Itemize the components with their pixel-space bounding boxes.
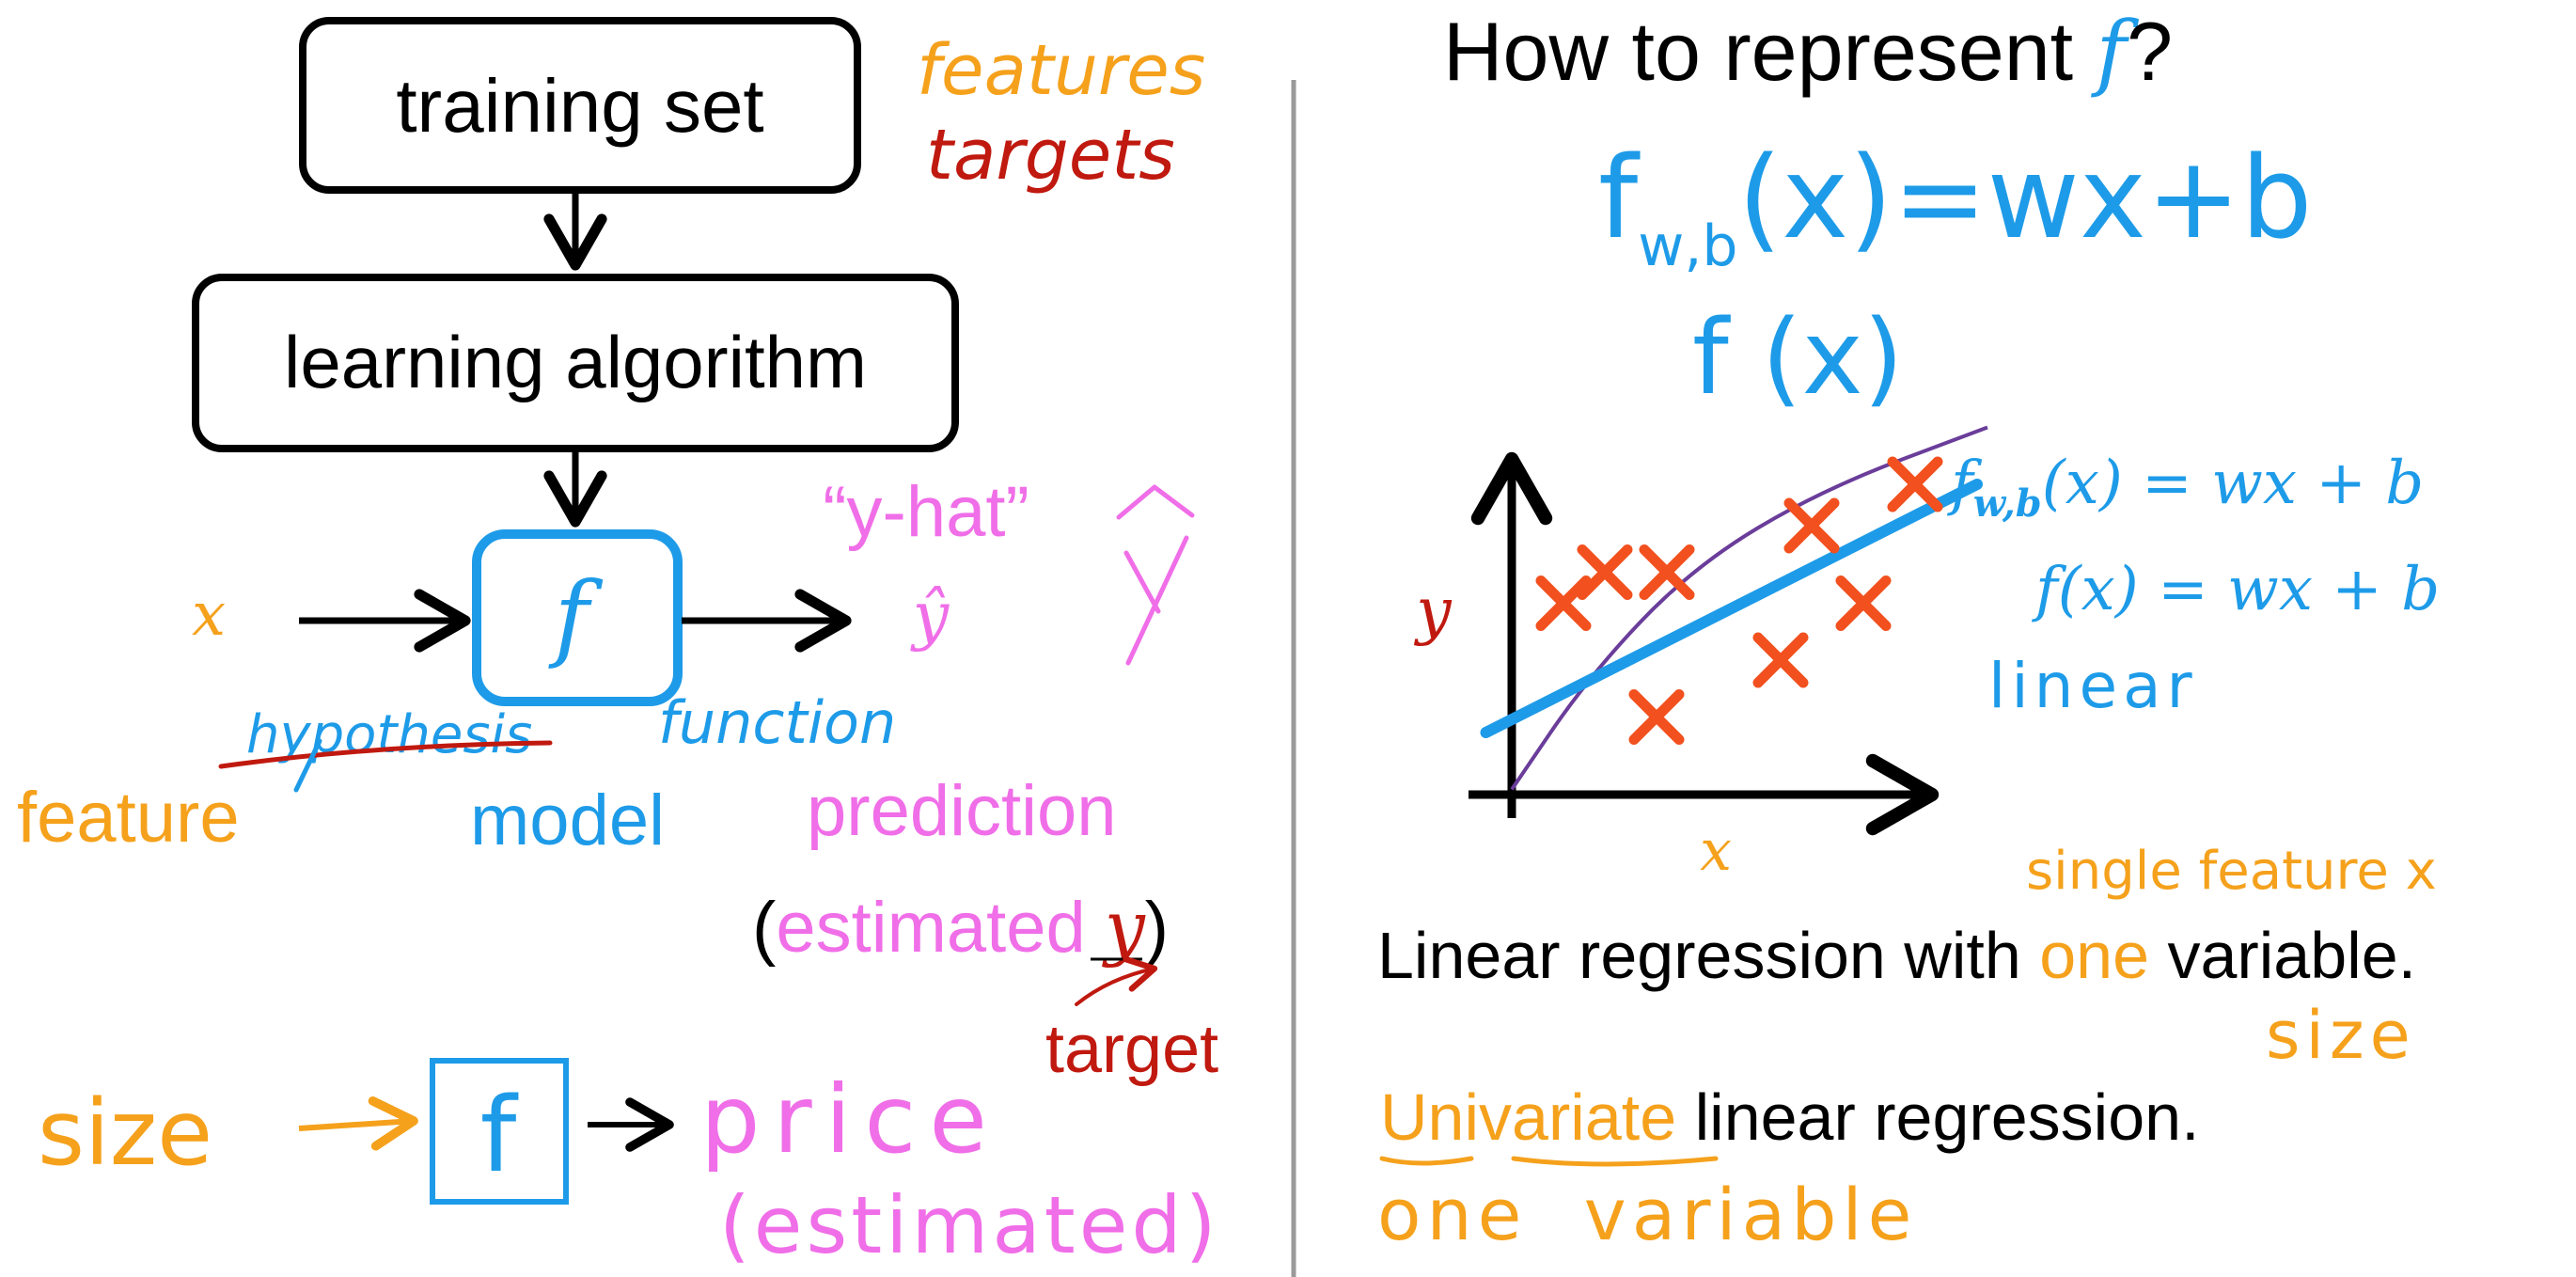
handwritten-formula: fw,b(x)=wx+b	[1598, 134, 2313, 279]
fit-line	[1480, 479, 1983, 738]
univariate-word: Univariate	[1380, 1080, 1676, 1154]
small-f-symbol: f	[480, 1075, 519, 1195]
caret-mark	[293, 738, 322, 793]
x-axis-label: x	[1700, 818, 1732, 884]
purple-curve	[1510, 425, 1988, 791]
estimated-y-symbol: y	[1102, 885, 1146, 969]
linear-label: linear	[1988, 650, 2198, 722]
data-point-cross	[1535, 575, 1592, 631]
single-feature-note: single feature x	[2026, 841, 2437, 902]
data-point-stroke	[1835, 575, 1892, 631]
data-point-stroke	[1628, 689, 1685, 745]
handwritten-f-of-x: f (x)	[1692, 297, 1904, 418]
model-box	[472, 529, 683, 706]
right-title-prefix: How to represent	[1443, 5, 2097, 98]
plot-equation-1-rest: (x) = wx + b	[2042, 449, 2425, 518]
handwritten-formula-sub: w,b	[1638, 213, 1737, 279]
right-panel: How to represent f? fw,b(x)=wx+b f (x) y…	[1377, 3, 2440, 1256]
feature-label: feature	[17, 778, 240, 858]
data-point-cross	[1639, 544, 1695, 600]
plot-equation-1-sub: w,b	[1973, 481, 2042, 526]
univariate-rest: linear regression.	[1676, 1080, 2199, 1154]
learning-algorithm-label: learning algorithm	[284, 321, 867, 403]
hypothesis-strikethrough	[218, 740, 553, 769]
size-label: size	[38, 1080, 212, 1186]
price-label: price	[700, 1064, 1000, 1175]
arrow-size-to-f	[298, 1096, 418, 1151]
data-point-cross	[1752, 632, 1809, 688]
training-set-box	[299, 17, 861, 194]
size-note: size	[2266, 997, 2416, 1074]
univariate-underline-uni	[1379, 1156, 1474, 1166]
data-point-stroke	[1752, 632, 1809, 688]
model-symbol: f	[547, 561, 603, 671]
plot: y x	[1413, 425, 1988, 884]
linreg-black-2: variable.	[2149, 919, 2416, 992]
data-point-stroke	[1887, 456, 1943, 512]
handwritten-formula-rest: (x)=wx+b	[1737, 134, 2312, 264]
input-x: x	[192, 580, 226, 650]
handwritten-formula-f: f	[1598, 134, 1641, 264]
right-title: How to represent f?	[1443, 3, 2173, 100]
data-point-cross	[1577, 544, 1633, 600]
learning-algorithm-box	[192, 274, 959, 452]
handwritten-y-hat	[1116, 484, 1195, 666]
data-point-stroke	[1577, 544, 1633, 600]
small-f-box	[430, 1058, 569, 1205]
data-point-cross	[1783, 497, 1840, 554]
targets-note: targets	[926, 115, 1175, 196]
prediction-label: prediction	[807, 771, 1117, 851]
training-set-label: training set	[396, 64, 763, 148]
plot-equation-1: fw,b(x) = wx + b	[1947, 449, 2424, 526]
linreg-one: one	[2039, 919, 2149, 992]
target-label: target	[1045, 1012, 1218, 1087]
linear-regression-sentence: Linear regression with one variable.	[1377, 919, 2416, 992]
left-panel: training set features targets learning a…	[17, 17, 1220, 1271]
data-point-cross	[1628, 689, 1685, 745]
estimated-word: estimated	[776, 888, 1086, 968]
data-point-stroke	[1535, 575, 1592, 631]
model-label: model	[470, 780, 665, 860]
estimated-close-paren: )	[1145, 888, 1169, 968]
features-note: features	[917, 30, 1205, 111]
univariate-sentence: Univariate linear regression.	[1380, 1080, 2200, 1154]
right-title-suffix: ?	[2127, 5, 2173, 98]
data-point-cross	[1887, 456, 1943, 512]
data-point-stroke	[1783, 497, 1840, 554]
price-estimated-label: (estimated)	[719, 1179, 1220, 1271]
y-hat-symbol: ŷ	[910, 579, 950, 654]
estimated-open-paren: (	[752, 888, 776, 968]
function-word: function	[658, 688, 896, 757]
data-point-stroke	[1639, 544, 1695, 600]
one-variable-note: one variable	[1377, 1173, 1917, 1256]
y-axis-label: y	[1413, 575, 1452, 647]
univariate-underline-variate	[1511, 1156, 1719, 1167]
y-hat-quote: “y-hat”	[823, 472, 1029, 552]
data-points	[1535, 456, 1943, 745]
data-point-cross	[1835, 575, 1892, 631]
linreg-black-1: Linear regression with	[1377, 919, 2039, 992]
target-arrow	[1075, 955, 1158, 1006]
plot-equation-2: f(x) = wx + b	[2032, 555, 2440, 624]
